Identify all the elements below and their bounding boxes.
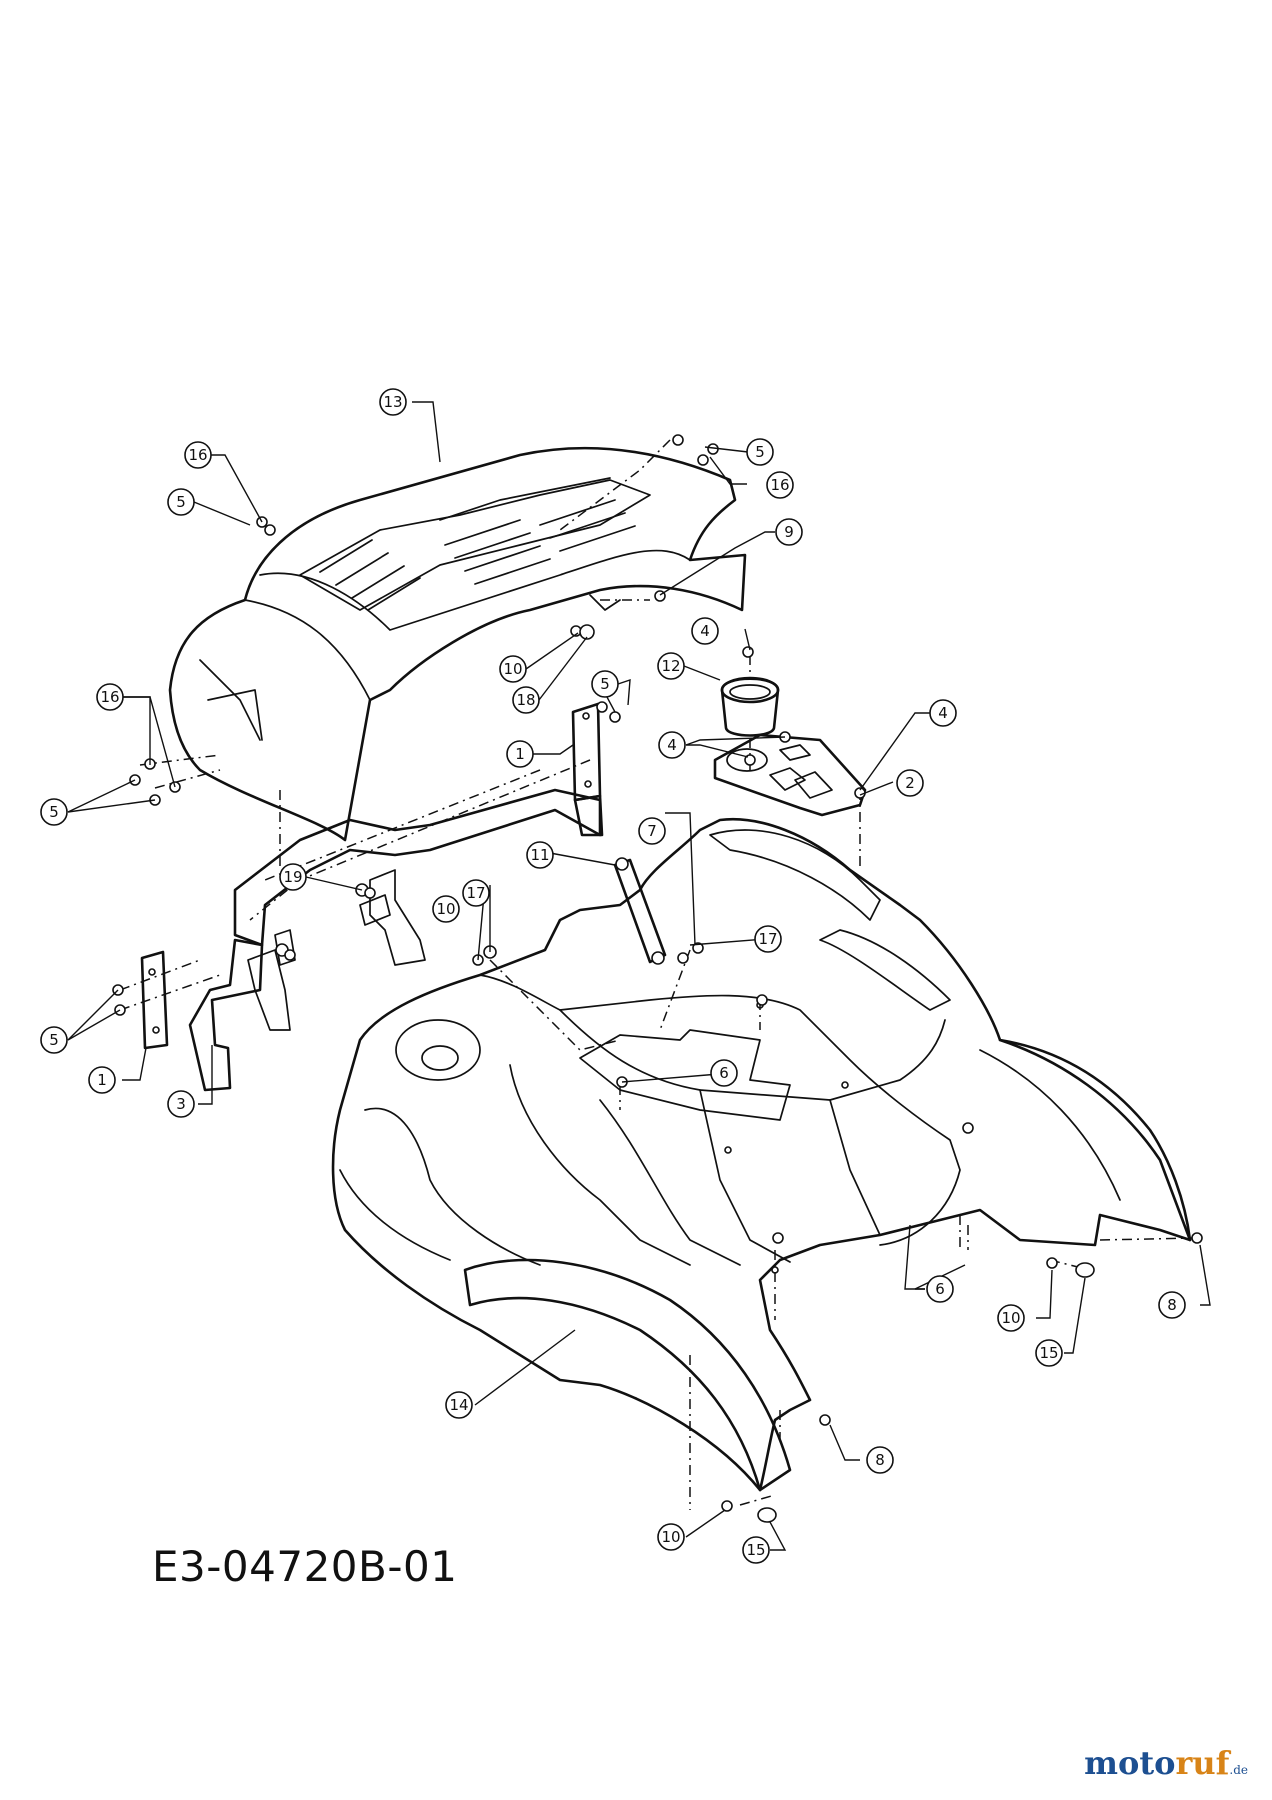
callout-label: 17 [758,930,777,948]
callout-15: 15 [1035,1339,1063,1367]
callout-label: 15 [746,1541,765,1559]
callout-13: 13 [379,388,407,416]
callout-15: 15 [742,1536,770,1564]
callout-label: 4 [667,736,677,754]
callout-label: 8 [1167,1296,1177,1314]
watermark-tld: .de [1229,1763,1248,1777]
cup-holder [720,676,780,737]
callout-label: 18 [516,691,535,709]
callout-8: 8 [1158,1291,1186,1319]
callout-10: 10 [997,1304,1025,1332]
callout-label: 16 [188,446,207,464]
assembly-lines [119,439,1196,1510]
watermark-part-b: ruf [1175,1744,1230,1782]
fasteners [112,434,1203,1523]
callout-17: 17 [754,925,782,953]
console-plate [713,733,867,817]
callout-4: 4 [691,617,719,645]
callout-label: 4 [938,704,948,722]
callout-label: 1 [97,1071,107,1089]
callout-label: 10 [436,900,455,918]
callout-19: 19 [279,863,307,891]
callout-label: 5 [600,675,610,693]
callout-10: 10 [432,895,460,923]
callout-16: 16 [766,471,794,499]
callout-label: 8 [875,1451,885,1469]
leader-lines [67,401,1211,1551]
callout-3: 3 [167,1090,195,1118]
callout-label: 16 [770,476,789,494]
callout-16: 16 [184,441,212,469]
callout-4: 4 [658,731,686,759]
drawing-number: E3-04720B-01 [152,1542,458,1591]
callout-label: 6 [935,1280,945,1298]
rear-body-fender [331,817,1192,1492]
callout-14: 14 [445,1391,473,1419]
support-rod [613,857,667,965]
callout-7: 7 [638,817,666,845]
callout-label: 11 [530,846,549,864]
callout-10: 10 [499,655,527,683]
callout-17: 17 [462,879,490,907]
callout-label: 10 [503,660,522,678]
callout-label: 13 [383,393,402,411]
callout-label: 5 [755,443,765,461]
callout-label: 1 [515,745,525,763]
callout-label: 16 [100,688,119,706]
callout-1: 1 [506,740,534,768]
callout-label: 17 [466,884,485,902]
callout-label: 5 [49,1031,59,1049]
callout-label: 7 [647,822,657,840]
callout-18: 18 [512,686,540,714]
callout-label: 6 [719,1064,729,1082]
callout-1: 1 [88,1066,116,1094]
callout-label: 9 [784,523,794,541]
callout-5: 5 [40,798,68,826]
callout-label: 10 [1001,1309,1020,1327]
callout-label: 3 [176,1095,186,1113]
callout-label: 12 [661,657,680,675]
engine-hood [168,446,747,842]
callout-11: 11 [526,841,554,869]
callout-5: 5 [40,1026,68,1054]
callout-9: 9 [775,518,803,546]
callout-label: 19 [283,868,302,886]
callout-label: 10 [661,1528,680,1546]
callout-16: 16 [96,683,124,711]
callout-label: 4 [700,622,710,640]
callout-10: 10 [657,1523,685,1551]
callout-label: 2 [905,774,915,792]
callout-6: 6 [926,1275,954,1303]
callout-4: 4 [929,699,957,727]
callout-6: 6 [710,1059,738,1087]
hood-support-brackets [140,702,604,1092]
watermark-part-a: moto [1084,1744,1176,1782]
callout-label: 14 [449,1396,468,1414]
callout-5: 5 [591,670,619,698]
callout-12: 12 [657,652,685,680]
callout-label: 15 [1039,1344,1058,1362]
callout-label: 5 [49,803,59,821]
callout-8: 8 [866,1446,894,1474]
callout-2: 2 [896,769,924,797]
callout-5: 5 [746,438,774,466]
callout-label: 5 [176,493,186,511]
callout-5: 5 [167,488,195,516]
watermark-logo: motoruf.de [1084,1744,1248,1782]
